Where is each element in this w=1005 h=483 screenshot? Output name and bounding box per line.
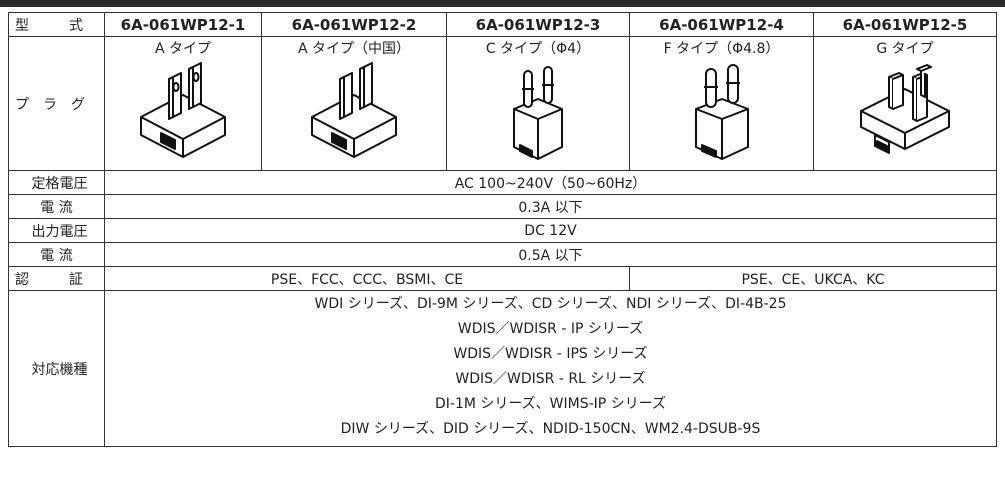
model-header: 6A-061WP12-4 [629,12,814,37]
plug-type-name: C タイプ（Φ4） [485,41,591,57]
certification-row: 認 証 PSE、FCC、CCC、BSMI、CE PSE、CE、UKCA、KC [8,266,997,291]
plug-label-part: プ [15,96,29,113]
output-current-row: 電 流 0.5A 以下 [8,242,997,267]
plug-type-a-china-icon [311,62,397,158]
plug-cell: G タイプ [813,36,997,171]
certification-label-cell: 認 証 [8,266,105,291]
plug-cell: F タイプ（Φ4.8） [629,36,814,171]
plug-label-cell: プ ラ グ [8,36,105,171]
plug-label-part: グ [71,96,85,113]
model-label-cell: 型 式 [8,12,105,37]
top-bar [0,0,1005,7]
plug-cell: A タイプ（中国） [261,36,447,171]
rated-voltage-value: AC 100~240V（50~60Hz） [104,170,997,195]
plug-cell: A タイプ [104,36,262,171]
plug-type-c-icon [513,66,563,160]
certification-label-part: 認 [15,271,29,288]
plug-type-g-icon [860,64,950,154]
certification-group-2: PSE、CE、UKCA、KC [629,266,997,291]
plug-type-name: A タイプ [154,41,212,57]
model-header: 6A-061WP12-1 [104,12,262,37]
rated-current-label: 電 流 [8,194,105,219]
certification-group-1: PSE、FCC、CCC、BSMI、CE [104,266,630,291]
compatible-item: WDI シリーズ、DI-9M シリーズ、CD シリーズ、NDI シリーズ、DI-… [314,296,787,312]
plug-label-part: ラ [43,96,57,113]
plug-type-name: G タイプ [876,41,934,57]
spec-table: 型 式 6A-061WP12-1 6A-061WP12-2 6A-061WP12… [8,12,997,447]
model-header: 6A-061WP12-5 [813,12,997,37]
compatible-item: WDIS／WDISR - IP シリーズ [457,321,644,337]
output-voltage-row: 出力電圧 DC 12V [8,218,997,243]
rated-voltage-label: 定格電圧 [8,170,105,195]
header-row: 型 式 6A-061WP12-1 6A-061WP12-2 6A-061WP12… [8,12,997,37]
model-label-part: 型 [15,17,29,34]
output-current-label: 電 流 [8,242,105,267]
model-header: 6A-061WP12-3 [446,12,630,37]
output-voltage-value: DC 12V [104,218,997,243]
compatible-item: WDIS／WDISR - RL シリーズ [455,371,646,387]
rated-current-value: 0.3A 以下 [104,194,997,219]
rated-voltage-row: 定格電圧 AC 100~240V（50~60Hz） [8,170,997,195]
rated-current-row: 電 流 0.3A 以下 [8,194,997,219]
plug-cell: C タイプ（Φ4） [446,36,630,171]
plug-type-name: A タイプ（中国） [297,41,411,57]
output-voltage-label: 出力電圧 [8,218,105,243]
compatible-item: WDIS／WDISR - IPS シリーズ [453,346,648,362]
model-header: 6A-061WP12-2 [261,12,447,37]
output-current-value: 0.5A 以下 [104,242,997,267]
plug-type-f-icon [694,64,749,160]
compatible-list: WDI シリーズ、DI-9M シリーズ、CD シリーズ、NDI シリーズ、DI-… [104,290,997,447]
plug-row: プ ラ グ A タイプ [8,36,997,171]
compatible-row: 対応機種 WDI シリーズ、DI-9M シリーズ、CD シリーズ、NDI シリー… [8,290,997,447]
plug-type-name: F タイプ（Φ4.8） [663,41,780,57]
compatible-item: DIW シリーズ、DID シリーズ、NDID-150CN、WM2.4-DSUB-… [340,421,761,437]
certification-label-part: 証 [69,271,83,288]
compatible-item: DI-1M シリーズ、WIMS-IP シリーズ [434,396,666,412]
plug-type-a-icon [140,62,226,158]
compatible-label: 対応機種 [8,290,105,447]
model-label-part: 式 [69,17,83,34]
